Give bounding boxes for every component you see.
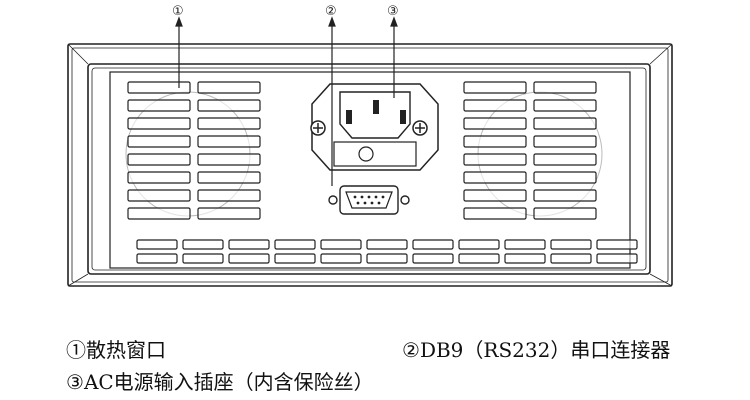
vent-slat [182, 239, 224, 250]
vent-slat [366, 239, 408, 250]
vent-slats [127, 81, 261, 220]
vent-slats [463, 81, 597, 220]
vent-slat [458, 239, 500, 250]
vent-slat [533, 171, 597, 184]
left-vent [125, 81, 261, 220]
vent-slat [228, 239, 270, 250]
vent-slat [197, 153, 261, 166]
vent-slat [127, 99, 191, 112]
vent-slat [504, 253, 546, 264]
vent-slat [550, 253, 592, 264]
vent-slat [463, 81, 527, 94]
vent-slat [533, 117, 597, 130]
vent-slat [197, 99, 261, 112]
power-socket-icon [311, 83, 439, 171]
vent-slat [596, 239, 638, 250]
vent-slat [533, 189, 597, 202]
screw-icon [310, 120, 326, 136]
legend-number: ② [402, 338, 420, 362]
callout-number-1: ① [172, 4, 184, 19]
vent-slat [463, 207, 527, 220]
legend-item-db9-connector: ②DB9（RS232）串口连接器 [402, 334, 670, 363]
vent-slat [533, 99, 597, 112]
callout-leaders [175, 16, 398, 186]
vent-slat [197, 135, 261, 148]
vent-slat [182, 253, 224, 264]
vent-slat [136, 239, 178, 250]
vent-slat [596, 253, 638, 264]
vent-slat [463, 153, 527, 166]
vent-slat [127, 153, 191, 166]
vent-slat [228, 253, 270, 264]
vent-slat [412, 253, 454, 264]
vent-slat [533, 81, 597, 94]
screw-icon [412, 120, 428, 136]
db9-connector-icon [328, 185, 410, 215]
vent-slat [197, 171, 261, 184]
vent-slat [533, 153, 597, 166]
callout-number-2: ② [325, 4, 337, 19]
vent-slat [550, 239, 592, 250]
vent-slat [197, 117, 261, 130]
vent-slat [463, 117, 527, 130]
legend-number: ③ [66, 370, 84, 394]
vent-slat [463, 99, 527, 112]
vent-slat [127, 81, 191, 94]
right-vent [463, 81, 603, 220]
vent-slat [533, 207, 597, 220]
vent-slat [197, 189, 261, 202]
bottom-vent-slats [136, 239, 638, 264]
legend-text: 散热窗口 [86, 338, 166, 362]
legend-number: ① [66, 338, 86, 362]
vent-slat [458, 253, 500, 264]
callout-number-3: ③ [387, 4, 399, 19]
vent-slat [127, 135, 191, 148]
legend-item-ac-socket: ③AC电源输入插座（内含保险丝） [66, 366, 374, 395]
vent-slat [197, 207, 261, 220]
vent-slat [504, 239, 546, 250]
legend-text: DB9（RS232）串口连接器 [419, 338, 671, 362]
legend-text: AC电源输入插座（内含保险丝） [83, 370, 374, 394]
vent-slat [274, 239, 316, 250]
vent-slat [127, 117, 191, 130]
vent-slat [366, 253, 408, 264]
legend-item-heat-vent: ①散热窗口 [66, 334, 166, 363]
vent-slat [197, 81, 261, 94]
vent-slat [463, 189, 527, 202]
vent-slat [533, 135, 597, 148]
vent-slat [320, 239, 362, 250]
vent-slat [320, 253, 362, 264]
vent-slat [463, 171, 527, 184]
vent-slat [274, 253, 316, 264]
vent-slat [463, 135, 527, 148]
vent-slat [127, 171, 191, 184]
vent-slat [127, 207, 191, 220]
chassis [67, 43, 673, 287]
vent-slat [412, 239, 454, 250]
vent-slat [136, 253, 178, 264]
vent-slat [127, 189, 191, 202]
